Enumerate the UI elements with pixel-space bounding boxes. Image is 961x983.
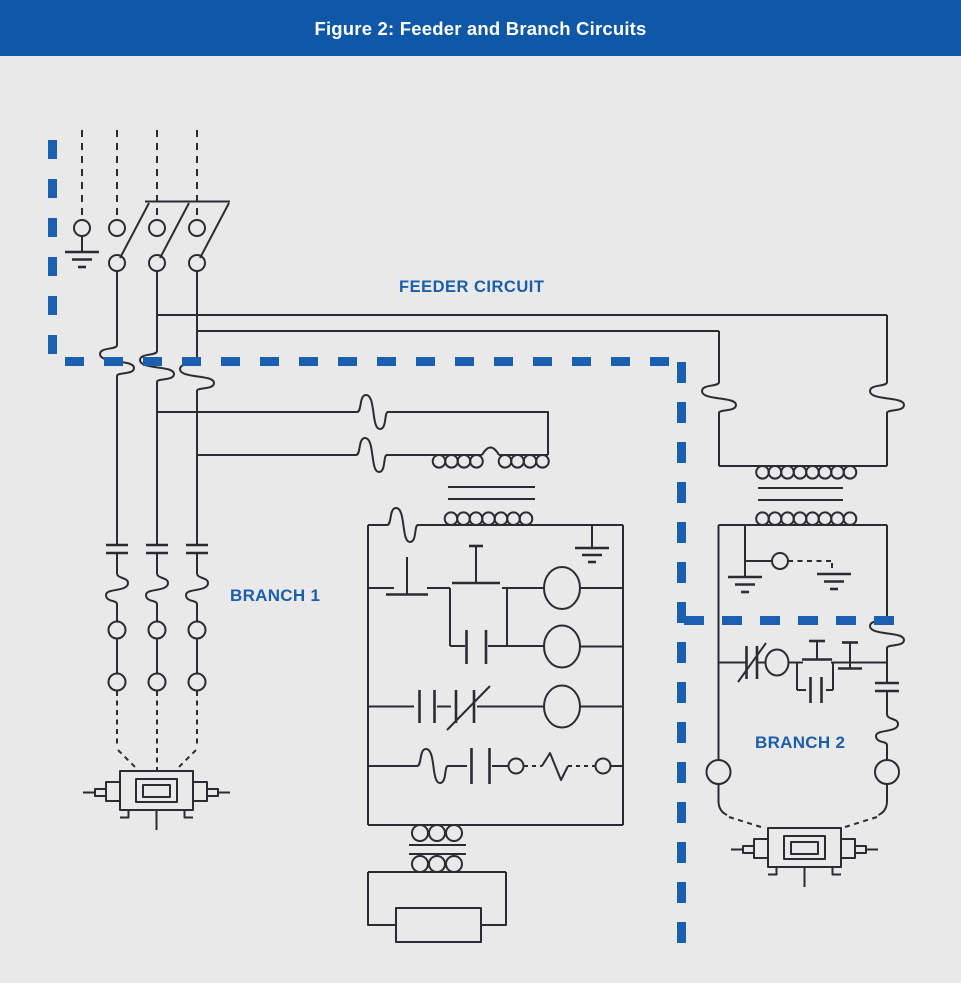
branch1-motor-icon — [82, 770, 231, 831]
bottom-transformer-icon — [367, 824, 507, 943]
figure-title: Figure 2: Feeder and Branch Circuits — [314, 18, 646, 39]
branch1-label: BRANCH 1 — [230, 586, 320, 605]
feeder-boundary-dashed — [48, 140, 908, 945]
branch2-motor-icon — [730, 827, 879, 888]
phase-conductors — [99, 271, 215, 545]
branch2-circuit — [705, 525, 905, 828]
branch1-circuit — [105, 543, 209, 770]
disconnect-switch-icon — [73, 130, 230, 272]
branch2-label: BRANCH 2 — [755, 733, 845, 752]
header-bar — [0, 0, 961, 56]
feeder-conductors — [157, 314, 905, 466]
branch2-transformer-icon — [718, 465, 887, 527]
control-transformer-icon — [157, 394, 550, 500]
load-box — [395, 907, 482, 943]
feeder-circuit-label: FEEDER CIRCUIT — [399, 278, 544, 296]
branch2-secondary-grounds — [728, 525, 851, 594]
control-ladder — [367, 507, 624, 826]
ground-symbol-icon — [65, 236, 99, 269]
